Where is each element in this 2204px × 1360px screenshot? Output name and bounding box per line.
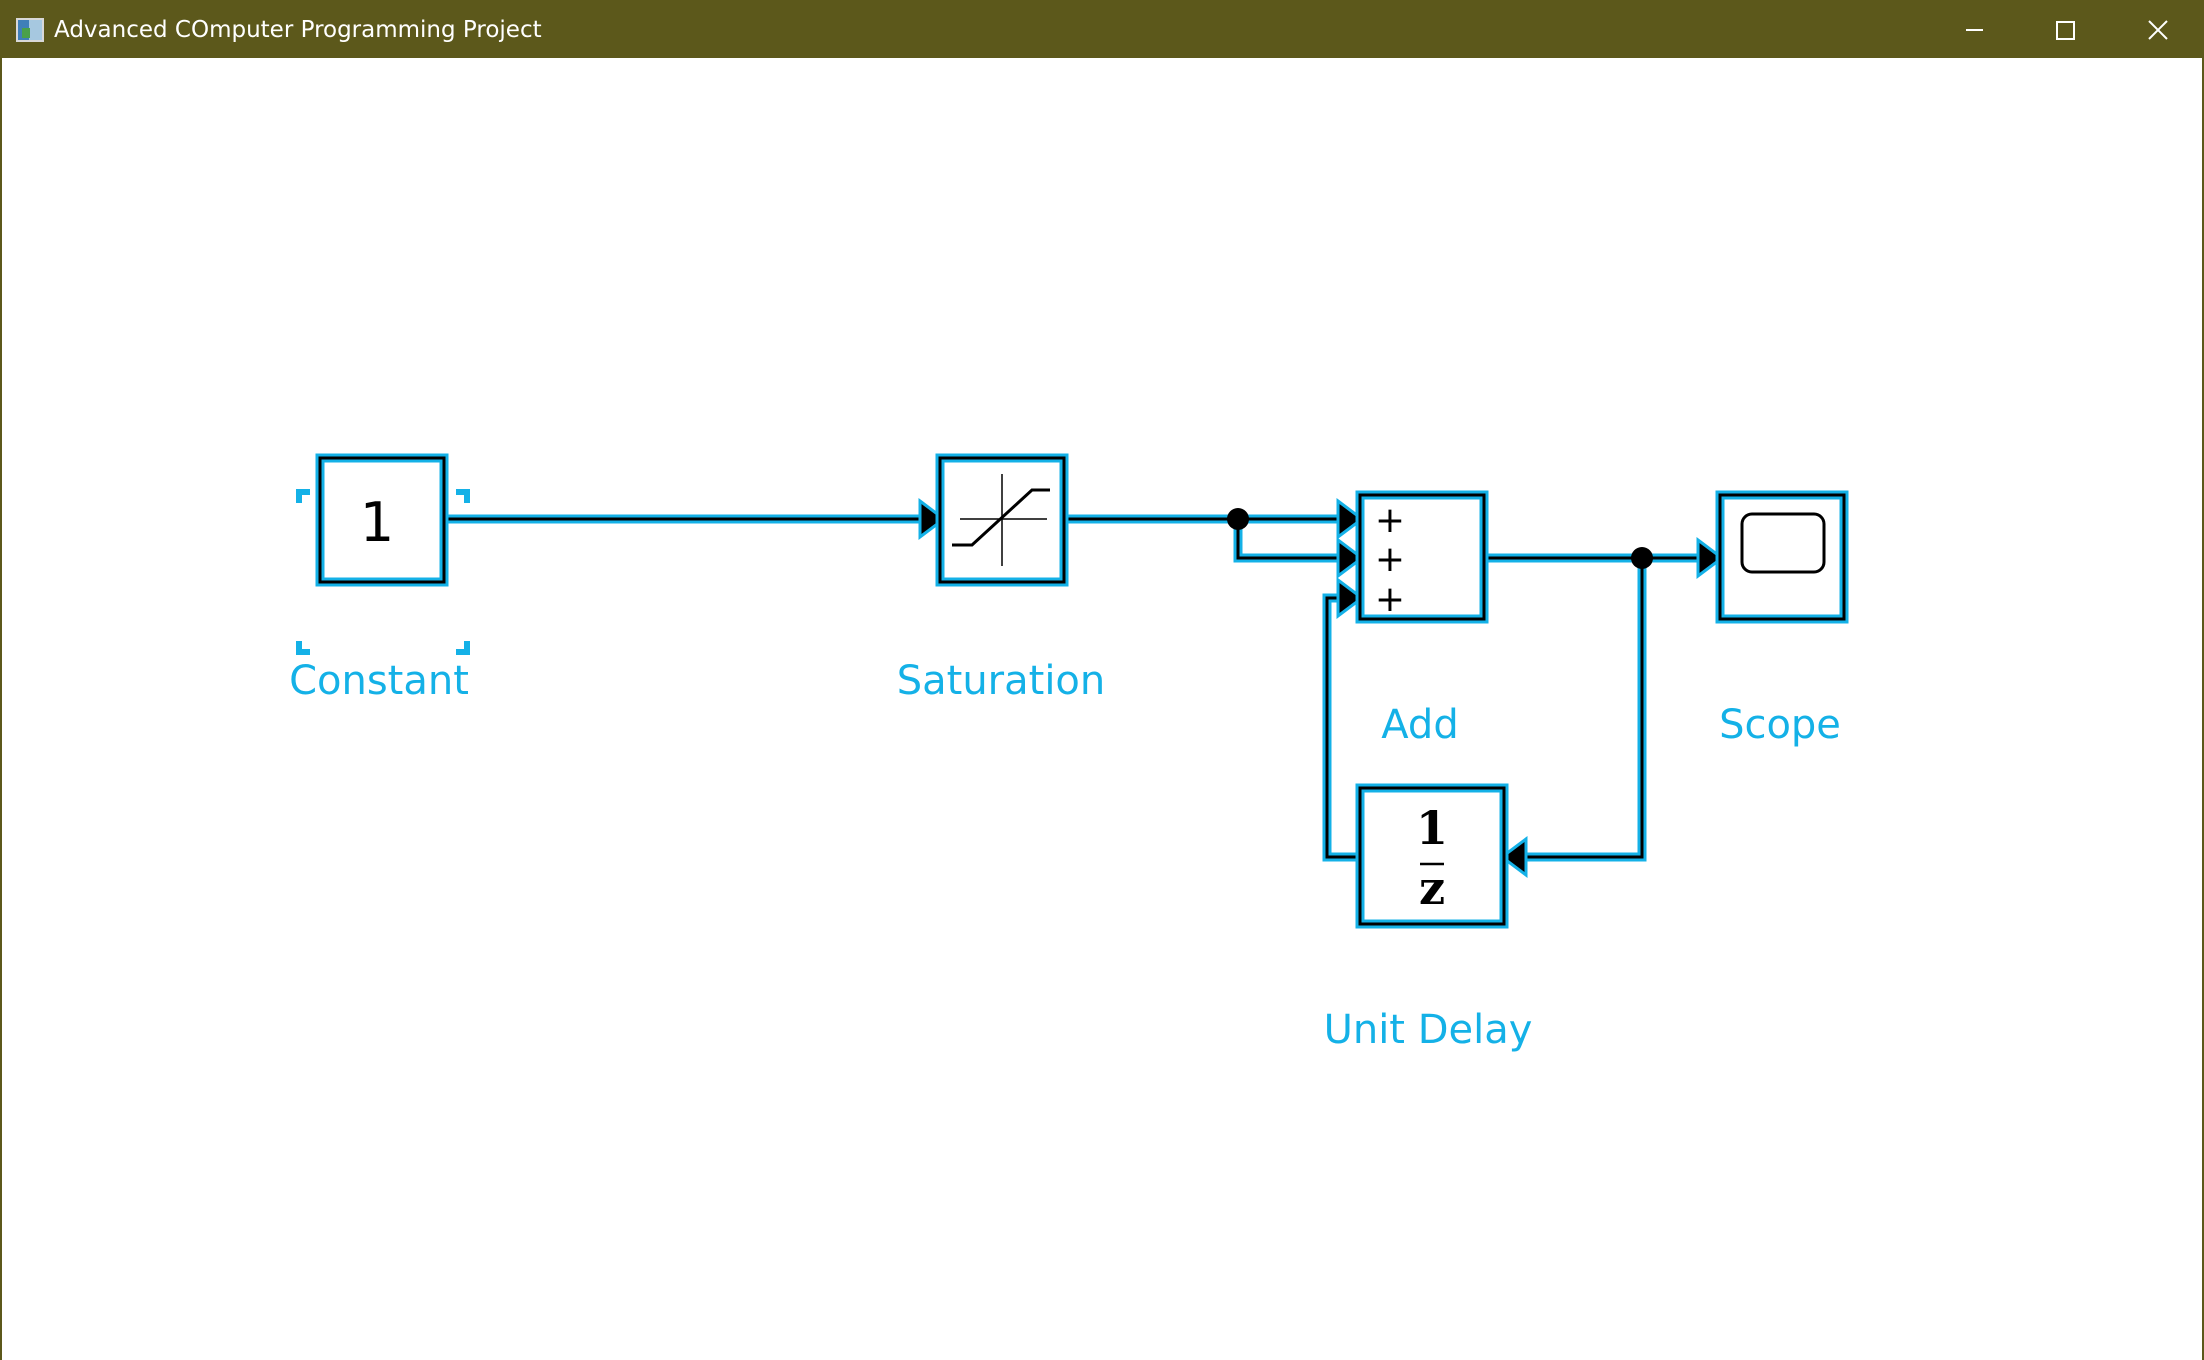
model-canvas[interactable]: 1 Constant Saturation + + + — [2, 58, 2202, 1360]
constant-value: 1 — [360, 491, 394, 554]
signal-line-saturation-add-2[interactable] — [1233, 514, 1342, 563]
selection-handles[interactable] — [296, 489, 470, 655]
app-icon — [16, 18, 44, 42]
signal-line-delay-add-3[interactable] — [1322, 593, 1365, 862]
arrow-delay-input — [1499, 836, 1528, 878]
add-sign-2: + — [1375, 539, 1405, 580]
saturation-block[interactable]: Saturation — [897, 453, 1106, 704]
branch-point — [1631, 547, 1653, 569]
add-sign-3: + — [1375, 579, 1405, 620]
scope-screen-icon — [1740, 512, 1826, 574]
scope-label: Scope — [1719, 702, 1841, 748]
add-block[interactable]: + + + Add — [1355, 490, 1489, 748]
close-icon — [2148, 20, 2168, 40]
signal-line-add-delay[interactable] — [1519, 553, 1647, 862]
arrow-add-input-3 — [1336, 577, 1365, 619]
arrow-add-input-2 — [1336, 537, 1365, 579]
maximize-button[interactable] — [2020, 2, 2112, 58]
arrow-add-input-1 — [1336, 498, 1365, 540]
delay-denominator: z — [1419, 861, 1445, 915]
signal-lines — [439, 498, 1725, 878]
delay-numerator: 1 — [1416, 801, 1448, 855]
unit-delay-block[interactable]: 1 z Unit Delay — [1324, 783, 1533, 1053]
constant-block[interactable]: 1 Constant — [289, 453, 470, 704]
arrow-saturation-input — [918, 498, 947, 540]
window-title: Advanced COmputer Programming Project — [54, 17, 542, 43]
close-button[interactable] — [2112, 2, 2204, 58]
add-label: Add — [1381, 702, 1458, 748]
block-diagram[interactable]: 1 Constant Saturation + + + — [2, 58, 2202, 1360]
branch-point — [1227, 508, 1249, 530]
constant-label: Constant — [289, 658, 469, 704]
unit-delay-label: Unit Delay — [1324, 1007, 1533, 1053]
minimize-button[interactable] — [1928, 2, 2020, 58]
title-bar[interactable]: Advanced COmputer Programming Project — [2, 2, 2202, 58]
arrow-scope-input — [1696, 537, 1725, 579]
add-sign-1: + — [1375, 500, 1405, 541]
maximize-icon — [2056, 21, 2075, 40]
saturation-curve-icon — [952, 474, 1050, 566]
saturation-label: Saturation — [897, 658, 1106, 704]
scope-block[interactable]: Scope — [1715, 490, 1849, 748]
minimize-icon — [1966, 29, 1983, 31]
